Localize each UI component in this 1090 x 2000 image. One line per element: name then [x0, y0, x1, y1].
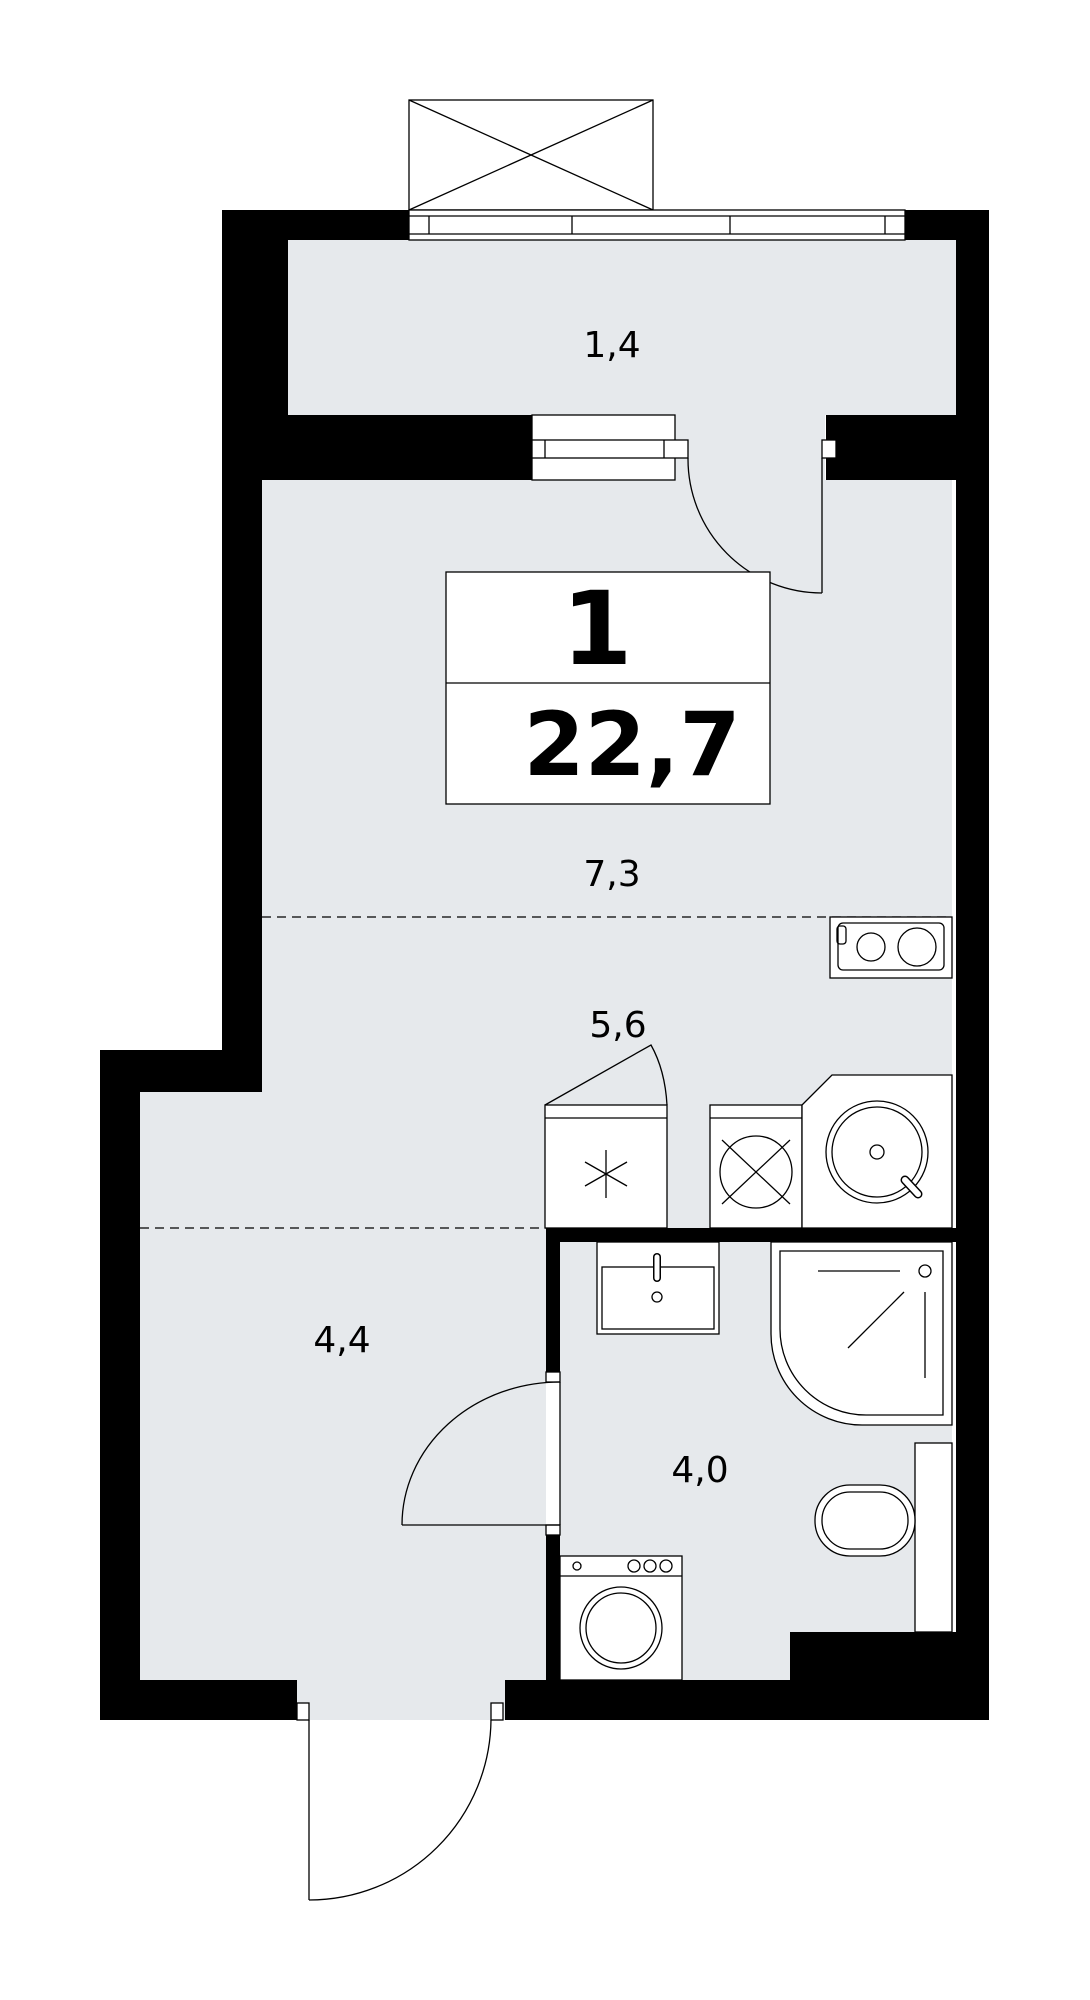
total-area: 22,7: [523, 693, 740, 796]
hall-floor: [140, 1092, 546, 1680]
rooms-count: 1: [562, 570, 633, 689]
area-label-balcony: 1,4: [583, 325, 640, 366]
balcony-window: [531, 414, 837, 481]
apartment-badge: 1 22,7: [445, 570, 771, 805]
bathroom-sink-icon: [596, 1241, 720, 1335]
entrance-floor: [297, 1680, 505, 1720]
toilet-icon: [814, 1442, 953, 1633]
area-label-hall: 4,4: [313, 1320, 370, 1361]
fridge-icon: [544, 1044, 668, 1229]
entrance-door: [296, 1702, 504, 1901]
area-label-bathroom: 4,0: [671, 1450, 728, 1491]
bathroom-door: [401, 1371, 561, 1536]
washing-machine-icon: [559, 1555, 683, 1681]
area-label-living: 7,3: [583, 854, 640, 895]
kitchen-sink-icon: [801, 1074, 953, 1229]
shower-icon: [770, 1241, 953, 1426]
balcony-floor: [288, 240, 956, 415]
balcony-door: [687, 457, 823, 594]
area-label-kitchen: 5,6: [589, 1005, 646, 1046]
hob-icon: [829, 916, 953, 979]
walls: [100, 210, 989, 1720]
oven-icon: [709, 1104, 803, 1229]
balcony-door-floor: [675, 415, 825, 480]
balcony-structure: [408, 99, 906, 241]
